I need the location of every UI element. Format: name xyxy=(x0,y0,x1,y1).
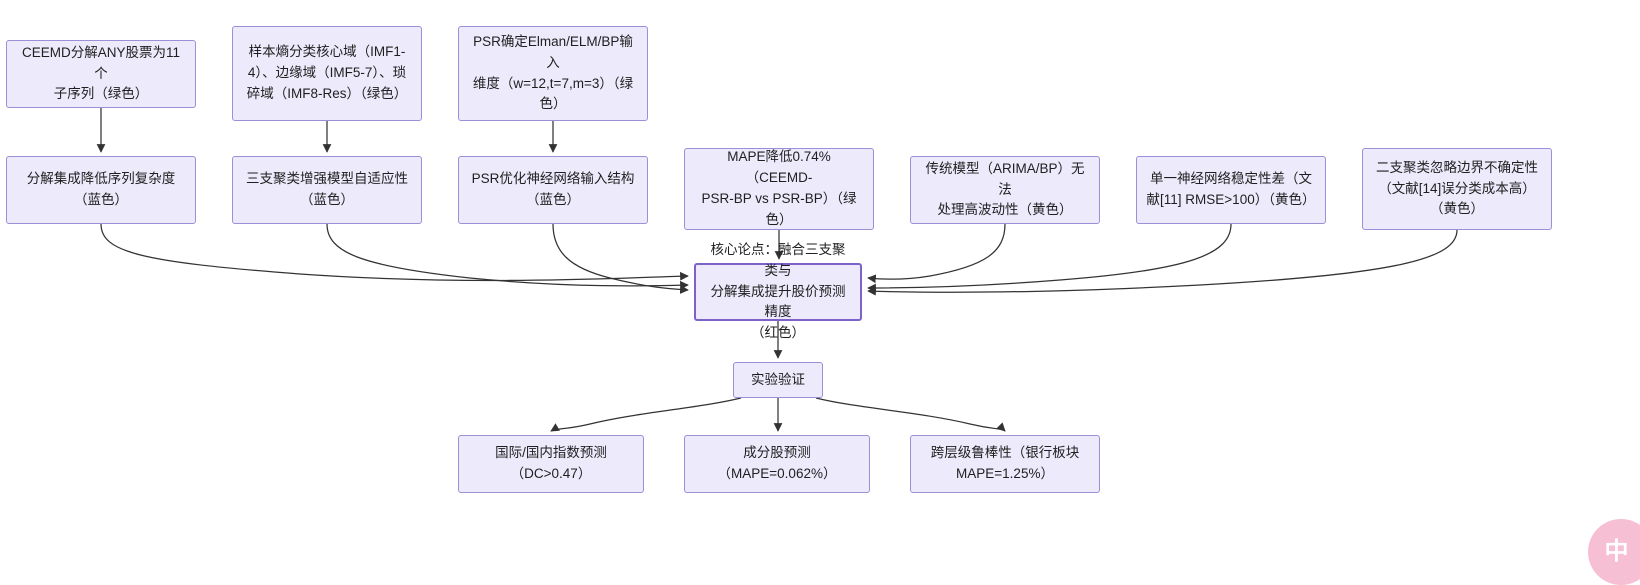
node-label: 二支聚类忽略边界不确定性 （文献[14]误分类成本高） （黄色） xyxy=(1376,159,1538,217)
node-label: CEEMD分解ANY股票为11个 子序列（绿色） xyxy=(21,44,181,102)
node-label: 传统模型（ARIMA/BP）无法 处理高波动性（黄色） xyxy=(925,160,1085,218)
node-decomposition-reduces-complexity[interactable]: 分解集成降低序列复杂度 （蓝色） xyxy=(6,156,196,224)
node-label: 核心论点：融合三支聚类与 分解集成提升股价预测精度 （红色） xyxy=(710,241,846,341)
watermark-text: 中 xyxy=(1604,538,1630,565)
node-label: 分解集成降低序列复杂度 （蓝色） xyxy=(26,171,176,207)
node-label: PSR优化神经网络输入结构 （蓝色） xyxy=(471,171,635,207)
node-label: 成分股预测 （MAPE=0.062%） xyxy=(717,445,837,481)
node-psr-optimizes-network-input[interactable]: PSR优化神经网络输入结构 （蓝色） xyxy=(458,156,648,224)
watermark-badge: 中 xyxy=(1588,519,1640,585)
node-mape-reduction[interactable]: MAPE降低0.74%（CEEMD- PSR-BP vs PSR-BP）（绿 色… xyxy=(684,148,874,230)
node-label: 跨层级鲁棒性（银行板块 MAPE=1.25%） xyxy=(930,445,1080,481)
node-label: PSR确定Elman/ELM/BP输入 维度（w=12,t=7,m=3）（绿 色… xyxy=(472,33,634,112)
node-index-prediction[interactable]: 国际/国内指数预测 （DC>0.47） xyxy=(458,435,644,493)
node-traditional-models-limitation[interactable]: 传统模型（ARIMA/BP）无法 处理高波动性（黄色） xyxy=(910,156,1100,224)
node-core-thesis[interactable]: 核心论点：融合三支聚类与 分解集成提升股价预测精度 （红色） xyxy=(694,242,862,340)
node-psr-input-dimension[interactable]: PSR确定Elman/ELM/BP输入 维度（w=12,t=7,m=3）（绿 色… xyxy=(458,26,648,121)
node-label: MAPE降低0.74%（CEEMD- PSR-BP vs PSR-BP）（绿 色… xyxy=(701,149,857,227)
edge-n9-core xyxy=(867,223,1232,293)
edge-n5-core xyxy=(326,223,689,290)
edge-n6-core xyxy=(552,223,689,294)
node-constituent-stock-prediction[interactable]: 成分股预测 （MAPE=0.062%） xyxy=(684,435,870,493)
edge-n4-core xyxy=(100,223,689,282)
node-cross-level-robustness[interactable]: 跨层级鲁棒性（银行板块 MAPE=1.25%） xyxy=(910,435,1100,493)
node-single-network-instability[interactable]: 单一神经网络稳定性差（文 献[11] RMSE>100）（黄色） xyxy=(1136,156,1326,224)
node-label: 单一神经网络稳定性差（文 献[11] RMSE>100）（黄色） xyxy=(1146,171,1316,207)
node-label: 国际/国内指数预测 （DC>0.47） xyxy=(495,445,607,481)
edge-exp-b1 xyxy=(550,397,742,432)
node-three-way-clustering-adaptivity[interactable]: 三支聚类增强模型自适应性 （蓝色） xyxy=(232,156,422,224)
edge-exp-b3 xyxy=(815,397,1006,432)
node-label: 样本熵分类核心域（IMF1- 4）、边缘域（IMF5-7）、琐 碎域（IMF8-… xyxy=(246,44,408,101)
node-ceemd-decomposition[interactable]: CEEMD分解ANY股票为11个 子序列（绿色） xyxy=(6,40,196,108)
node-sample-entropy-classification[interactable]: 样本熵分类核心域（IMF1- 4）、边缘域（IMF5-7）、琐 碎域（IMF8-… xyxy=(232,26,422,121)
node-label: 实验验证 xyxy=(751,371,805,387)
edge-n8-core xyxy=(867,223,1006,284)
node-experimental-validation[interactable]: 实验验证 xyxy=(733,362,823,398)
node-two-way-clustering-boundary[interactable]: 二支聚类忽略边界不确定性 （文献[14]误分类成本高） （黄色） xyxy=(1362,148,1552,230)
edge-n10-core xyxy=(867,229,1458,296)
node-label: 三支聚类增强模型自适应性 （蓝色） xyxy=(246,171,408,207)
